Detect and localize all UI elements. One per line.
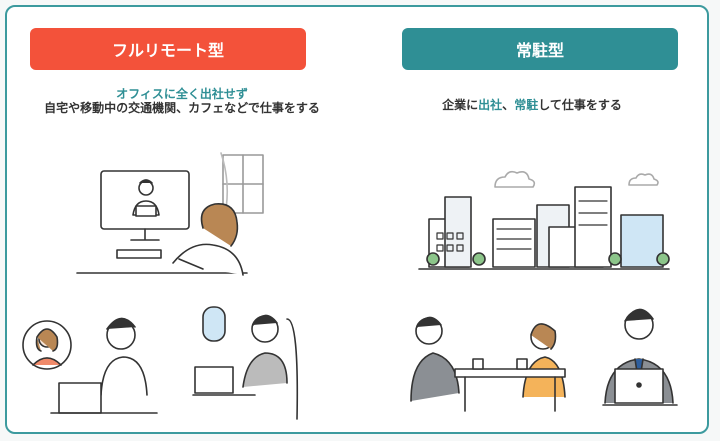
cloud-illustration (628, 173, 659, 186)
full-remote-description: 自宅や移動中の交通機関、カフェなどで仕事をする (44, 101, 320, 115)
headset-worker-illustration (50, 317, 158, 414)
resident-illustrations (410, 170, 678, 412)
office-worker-illustration (602, 308, 678, 406)
video-chat-bubble-illustration (22, 320, 72, 370)
full-remote-subtitle: オフィスに全く出社せず (116, 87, 248, 101)
meeting-illustration (410, 316, 566, 412)
airplane-traveler-illustration (192, 306, 299, 420)
resident-column: 常駐型 企業に出社、常駐して仕事をする (357, 7, 707, 432)
full-remote-illustrations (22, 152, 299, 420)
woman-illustration (172, 203, 244, 276)
city-buildings-illustration (418, 186, 670, 270)
full-remote-title: フルリモート型 (30, 28, 306, 70)
comparison-panel: フルリモート型 オフィスに全く出社せず 自宅や移動中の交通機関、カフェなどで仕事… (5, 5, 709, 434)
keyboard-illustration (116, 249, 162, 259)
resident-description: 企業に出社、常駐して仕事をする (442, 98, 622, 112)
cloud-illustration (494, 170, 536, 188)
resident-title: 常駐型 (402, 28, 678, 70)
full-remote-column: フルリモート型 オフィスに全く出社せず 自宅や移動中の交通機関、カフェなどで仕事… (7, 7, 357, 432)
monitor-illustration (100, 170, 190, 241)
